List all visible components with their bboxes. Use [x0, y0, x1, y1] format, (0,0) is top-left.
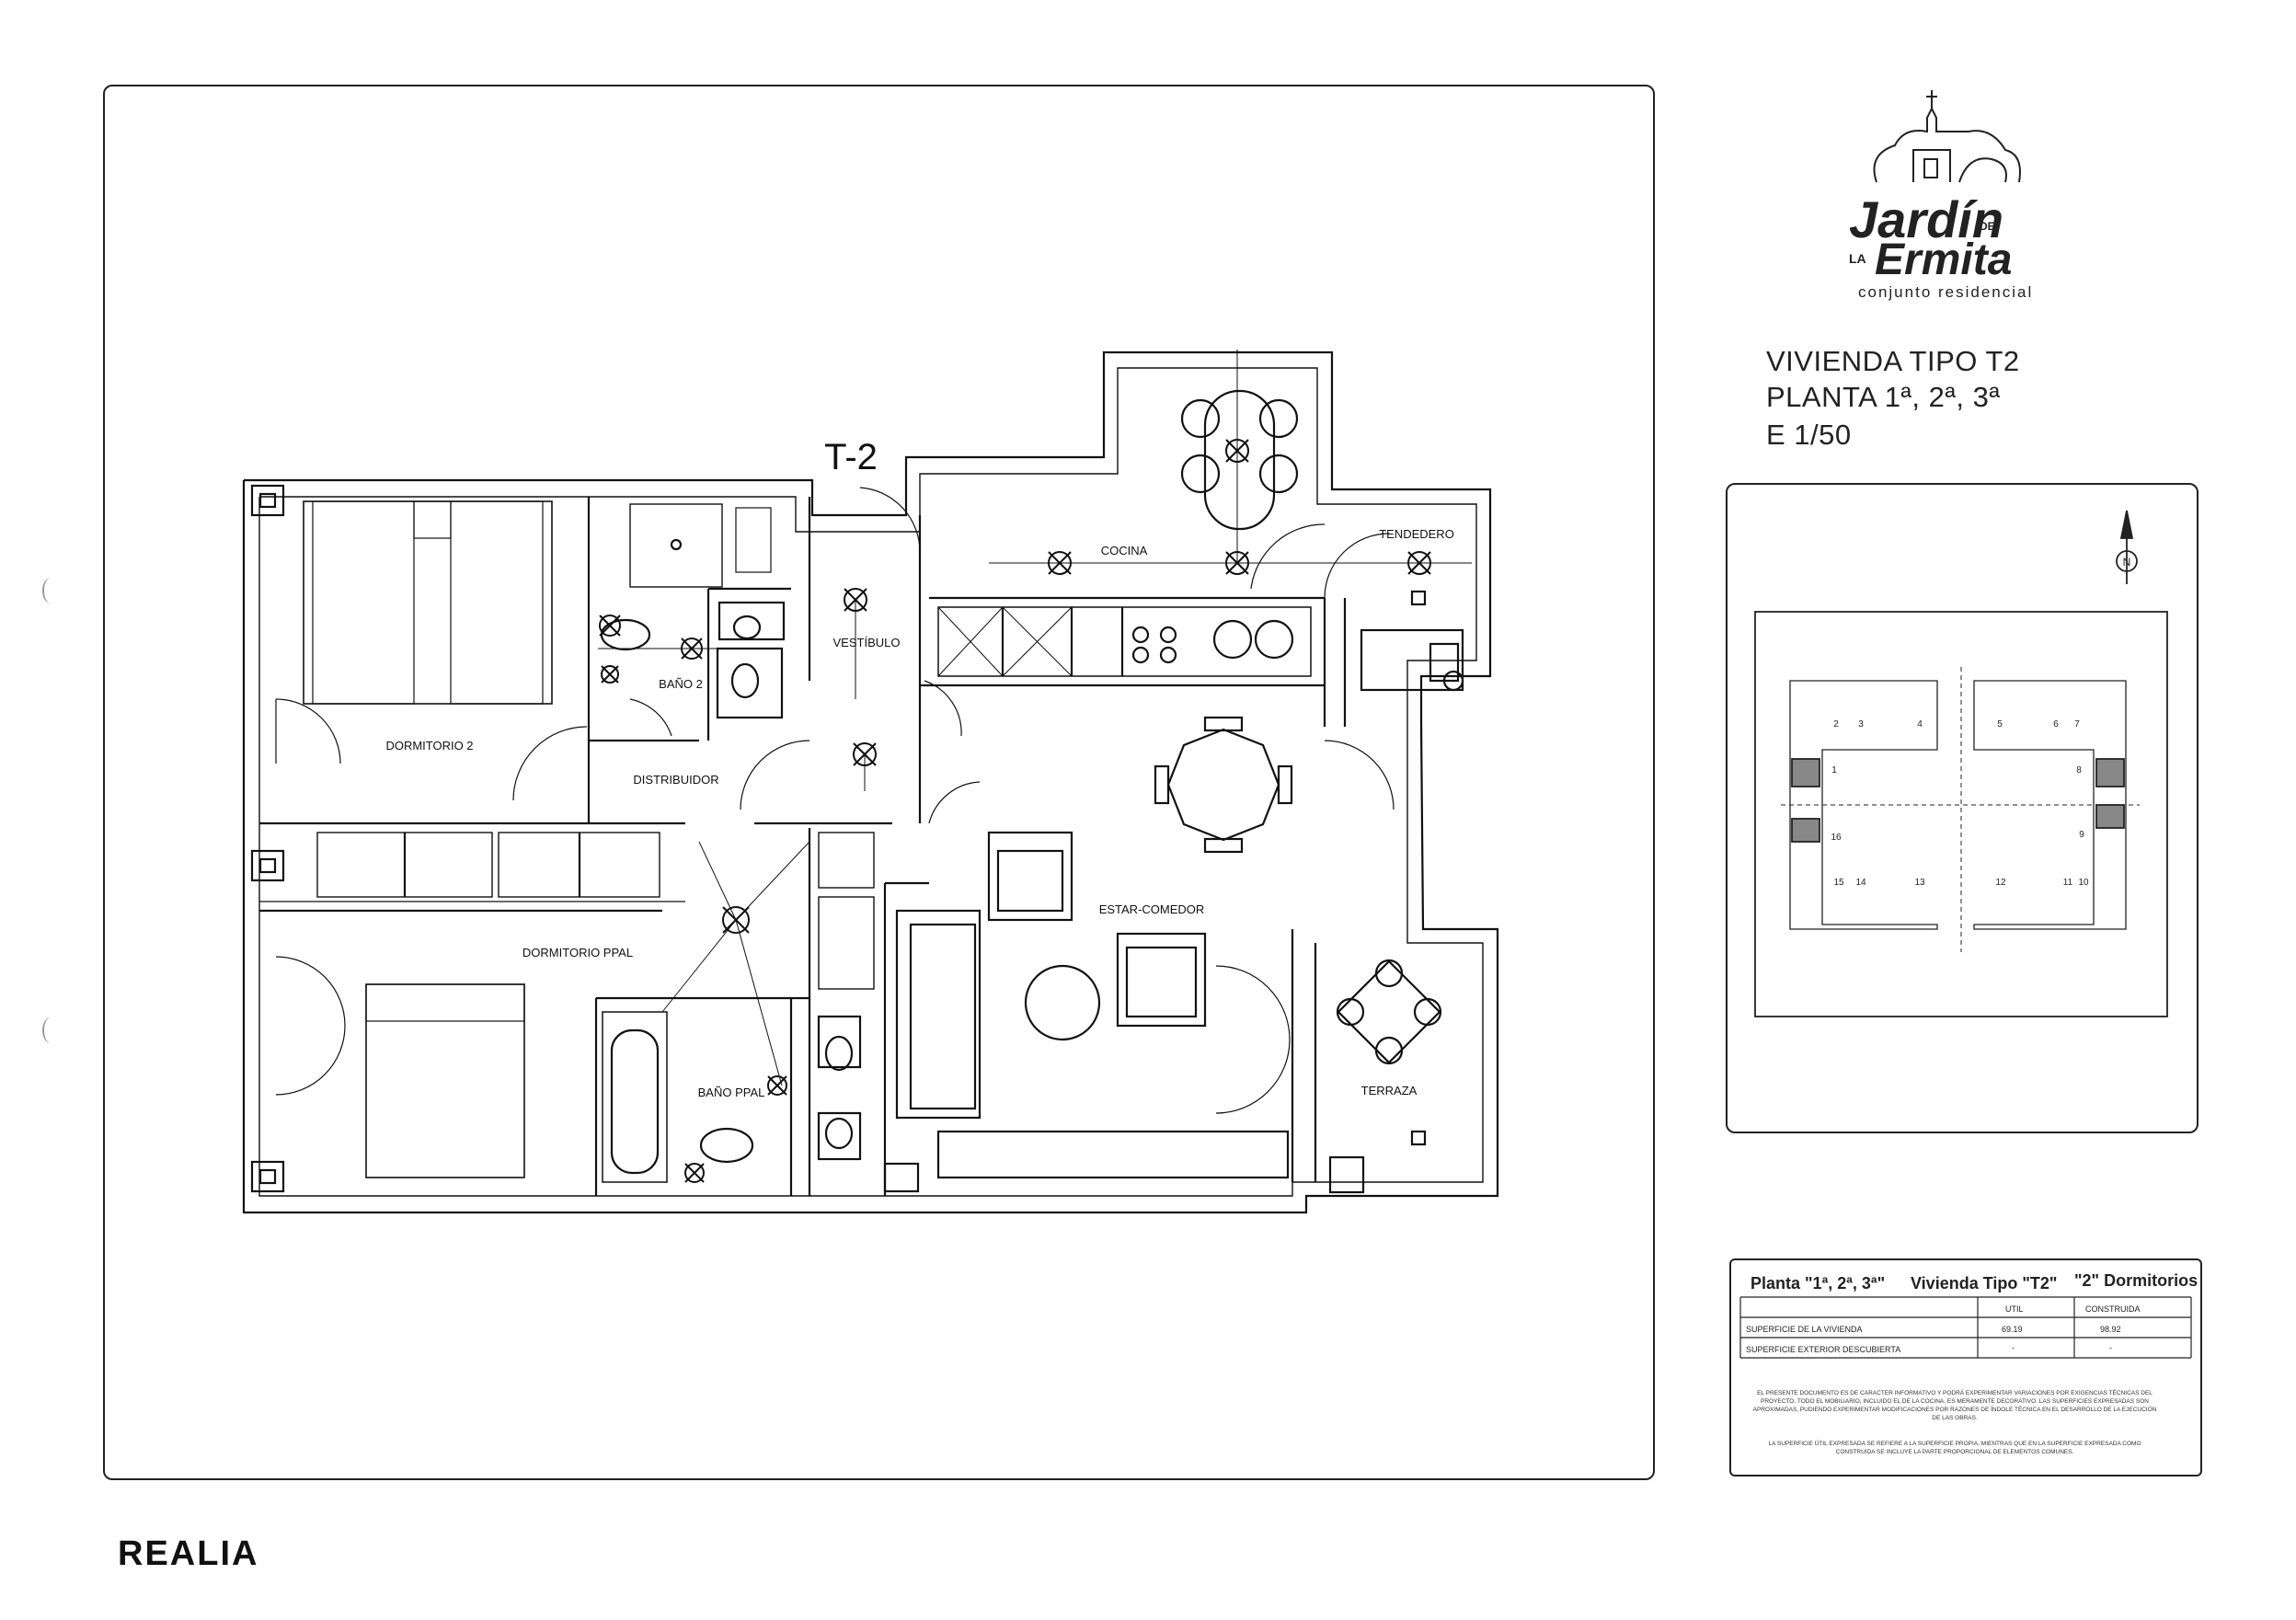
svg-text:10: 10 — [2078, 878, 2089, 888]
brand-word-la: LA — [1849, 251, 1866, 266]
col-util: UTIL — [2005, 1304, 2024, 1314]
info-escala: E 1/50 — [1766, 419, 1852, 451]
light-fixture — [599, 615, 621, 637]
light-fixture — [1048, 551, 1072, 575]
svg-text:8: 8 — [2076, 765, 2082, 776]
light-fixture — [722, 906, 750, 934]
svg-text:16: 16 — [1831, 833, 1842, 843]
punch-hole-mark — [42, 578, 59, 603]
north-label: N — [2123, 556, 2131, 569]
svg-text:9: 9 — [2079, 830, 2084, 840]
light-fixture — [1225, 439, 1249, 463]
svg-text:11: 11 — [2063, 878, 2073, 888]
brand-tagline: conjunto residencial — [1858, 283, 2033, 301]
room-label-cocina: COCINA — [1101, 544, 1148, 557]
light-fixture — [601, 665, 619, 684]
svg-text:1: 1 — [1831, 765, 1837, 776]
surface-table-lines — [1739, 1296, 2192, 1359]
svg-text:3: 3 — [1858, 719, 1864, 730]
light-fixture — [853, 742, 877, 766]
room-label-bano-2: BAÑO 2 — [659, 677, 703, 691]
room-label-terraza: TERRAZA — [1361, 1084, 1418, 1097]
row-construida: 98.92 — [2100, 1325, 2121, 1334]
room-label-distribuidor: DISTRIBUIDOR — [633, 773, 718, 787]
row-label: SUPERFICIE DE LA VIVIENDA — [1746, 1325, 1863, 1334]
punch-hole-mark — [42, 1017, 59, 1043]
svg-text:6: 6 — [2053, 719, 2059, 730]
table-header-tipo: Vivienda Tipo "T2" — [1911, 1274, 2058, 1293]
light-fixture — [767, 1075, 787, 1096]
svg-text:4: 4 — [1917, 719, 1923, 730]
svg-text:14: 14 — [1855, 878, 1866, 888]
surface-table-frame — [1729, 1258, 2202, 1476]
room-label-estar-comedor: ESTAR-COMEDOR — [1099, 902, 1205, 916]
svg-text:5: 5 — [1997, 719, 2003, 730]
hermitage-illustration — [1873, 106, 2021, 183]
disclaimer-1: EL PRESENTE DOCUMENTO ES DE CARACTER INF… — [1752, 1390, 2157, 1421]
disclaimer-2: LA SUPERFICIE ÚTIL EXPRESADA SE REFIERE … — [1768, 1441, 2141, 1455]
brand-word-ermita: Ermita — [1875, 236, 2012, 284]
room-label-dormitorio-2: DORMITORIO 2 — [385, 739, 473, 753]
info-vivienda: VIVIENDA TIPO T2 — [1766, 345, 2020, 377]
info-planta: PLANTA 1ª, 2ª, 3ª — [1766, 381, 2001, 413]
room-label-vestibulo: VESTÍBULO — [833, 636, 901, 649]
svg-text:7: 7 — [2074, 719, 2080, 730]
light-fixture — [1225, 551, 1249, 575]
light-fixture — [684, 1163, 705, 1183]
row-label: SUPERFICIE EXTERIOR DESCUBIERTA — [1746, 1345, 1901, 1354]
exterior-wall — [242, 350, 1499, 1214]
exterior-wall-inner — [258, 367, 1484, 1197]
key-plan: N 1 2 3 4 5 6 7 8 9 10 11 12 13 14 15 16 — [1754, 510, 2168, 1017]
plan-frame — [103, 85, 1655, 1480]
svg-text:15: 15 — [1833, 878, 1844, 888]
light-fixture — [681, 638, 703, 660]
svg-text:2: 2 — [1833, 719, 1839, 730]
light-fixture — [844, 588, 867, 612]
row-util: 69.19 — [2002, 1325, 2023, 1334]
table-header-planta: Planta "1ª, 2ª, 3ª" — [1751, 1274, 1886, 1293]
table-header-dormitorios: "2" Dormitorios — [2074, 1271, 2198, 1290]
realia-logo: REALIA — [118, 1534, 259, 1573]
svg-text:13: 13 — [1914, 878, 1925, 888]
col-construida: CONSTRUIDA — [2085, 1304, 2141, 1314]
row-construida: - — [2109, 1343, 2112, 1352]
row-util: - — [2012, 1343, 2015, 1352]
brand-word-de: DE — [1980, 220, 1995, 233]
unit-code: T-2 — [824, 437, 878, 477]
north-arrow-icon — [2116, 510, 2138, 584]
svg-text:12: 12 — [1995, 878, 2006, 888]
room-label-bano-ppal: BAÑO PPAL — [698, 1086, 765, 1099]
room-label-dormitorio-ppal: DORMITORIO PPAL — [522, 946, 633, 959]
brand-word-jardin: Jardín — [1849, 190, 2003, 248]
brand-logo: Jardín DE LA Ermita conjunto residencial — [1849, 90, 2033, 301]
light-fixture — [1407, 551, 1431, 575]
room-label-tendedero: TENDEDERO — [1379, 527, 1454, 541]
